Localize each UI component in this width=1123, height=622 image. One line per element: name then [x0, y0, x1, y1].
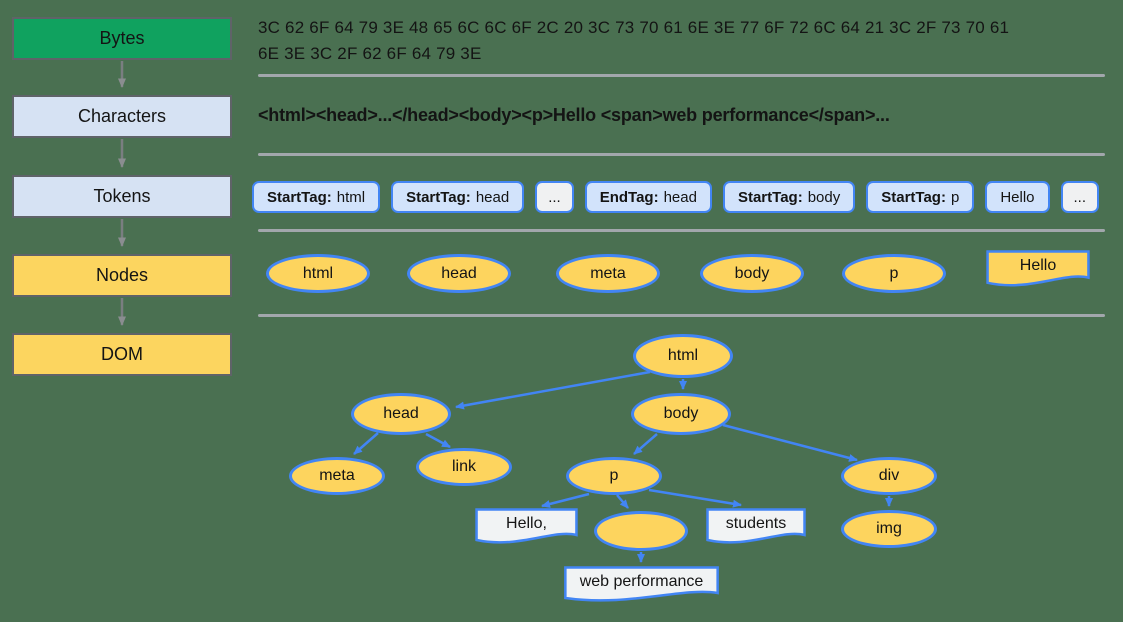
token-kind: StartTag: — [737, 188, 803, 206]
characters-string: <html><head>...</head><body><p>Hello <sp… — [258, 105, 890, 125]
arrow-head-to-meta — [353, 432, 379, 455]
tree-text-web-performance-label: web performance — [579, 573, 704, 590]
flag-shape — [986, 250, 1090, 291]
arrow-html-to-head — [455, 370, 651, 410]
node-head: head — [407, 254, 511, 293]
token-starttag-html: StartTag: html — [252, 181, 381, 213]
node-p: p — [842, 254, 946, 293]
token-starttag-p: StartTag: p — [866, 181, 975, 213]
token-ellipsis-2: ... — [1060, 181, 1100, 213]
node-text-hello: Hello — [986, 250, 1090, 291]
node-html: html — [266, 254, 370, 293]
arrow-p-to-hello — [541, 492, 590, 508]
token-starttag-body: StartTag: body — [722, 181, 856, 213]
divider-characters-tokens — [258, 153, 1105, 156]
token-text-hello: Hello — [985, 181, 1050, 213]
arrow-p-to-students — [648, 488, 742, 508]
bytes-hex-text: 3C 62 6F 64 79 3E 48 65 6C 6C 6F 2C 20 3… — [258, 15, 1009, 67]
tokens-row: StartTag: html StartTag: head ... EndTag… — [252, 181, 1100, 213]
divider-nodes-dom — [258, 314, 1105, 317]
tree-node-p: p — [566, 457, 662, 495]
flag-shape — [706, 508, 806, 548]
node-body: body — [700, 254, 804, 293]
stage-nodes: Nodes — [12, 254, 232, 297]
tree-node-head: head — [351, 393, 451, 435]
token-kind: StartTag: — [406, 188, 471, 206]
arrow-head-to-link — [425, 432, 451, 449]
tree-node-html: html — [633, 334, 733, 378]
stage-dom-label: DOM — [101, 344, 143, 364]
token-kind: EndTag: — [599, 188, 659, 206]
stage-nodes-label: Nodes — [95, 265, 149, 285]
bytes-hex-line1: 3C 62 6F 64 79 3E 48 65 6C 6C 6F 2C 20 3… — [258, 18, 1010, 37]
token-value: ... — [1073, 188, 1087, 206]
arrow-body-to-p — [633, 433, 658, 455]
arrow-p-to-span — [616, 494, 629, 509]
divider-tokens-nodes — [258, 229, 1105, 232]
token-value: body — [807, 188, 841, 206]
flag-shape — [475, 508, 578, 548]
tree-node-link: link — [416, 448, 512, 486]
stage-bytes-label: Bytes — [99, 28, 145, 48]
divider-bytes-characters — [258, 74, 1105, 77]
token-kind: StartTag: — [267, 188, 332, 206]
tree-text-hello: Hello, — [475, 508, 578, 548]
stage-dom: DOM — [12, 333, 232, 376]
tree-node-meta: meta — [289, 457, 385, 495]
tree-node-img: img — [841, 510, 937, 548]
token-value: html — [336, 188, 366, 206]
tree-text-students: students — [706, 508, 806, 548]
tree-node-body: body — [631, 393, 731, 435]
token-value: head — [475, 188, 510, 206]
tree-node-div: div — [841, 457, 937, 495]
stage-tokens-label: Tokens — [93, 186, 151, 206]
tree-node-span — [594, 511, 688, 551]
token-ellipsis-1: ... — [535, 181, 574, 213]
token-endtag-head: EndTag: head — [584, 181, 712, 213]
tree-text-web-performance: web performance — [563, 566, 720, 606]
token-value: p — [950, 188, 960, 206]
token-value: Hello — [1000, 188, 1035, 206]
flag-shape — [563, 566, 720, 606]
node-text-hello-label: Hello — [1019, 257, 1057, 274]
tree-text-students-label: students — [725, 515, 787, 532]
token-starttag-head: StartTag: head — [391, 181, 525, 213]
stage-tokens: Tokens — [12, 175, 232, 218]
tree-text-hello-label: Hello, — [506, 515, 547, 532]
arrow-body-to-div — [722, 423, 858, 462]
stage-characters: Characters — [12, 95, 232, 138]
stage-characters-label: Characters — [77, 106, 167, 126]
stage-bytes: Bytes — [12, 17, 232, 60]
bytes-hex-line2: 6E 3E 3C 2F 62 6F 64 79 3E — [258, 44, 482, 63]
token-value: head — [663, 188, 697, 206]
token-kind: StartTag: — [881, 188, 946, 206]
node-meta: meta — [556, 254, 660, 293]
token-value: ... — [548, 188, 561, 206]
